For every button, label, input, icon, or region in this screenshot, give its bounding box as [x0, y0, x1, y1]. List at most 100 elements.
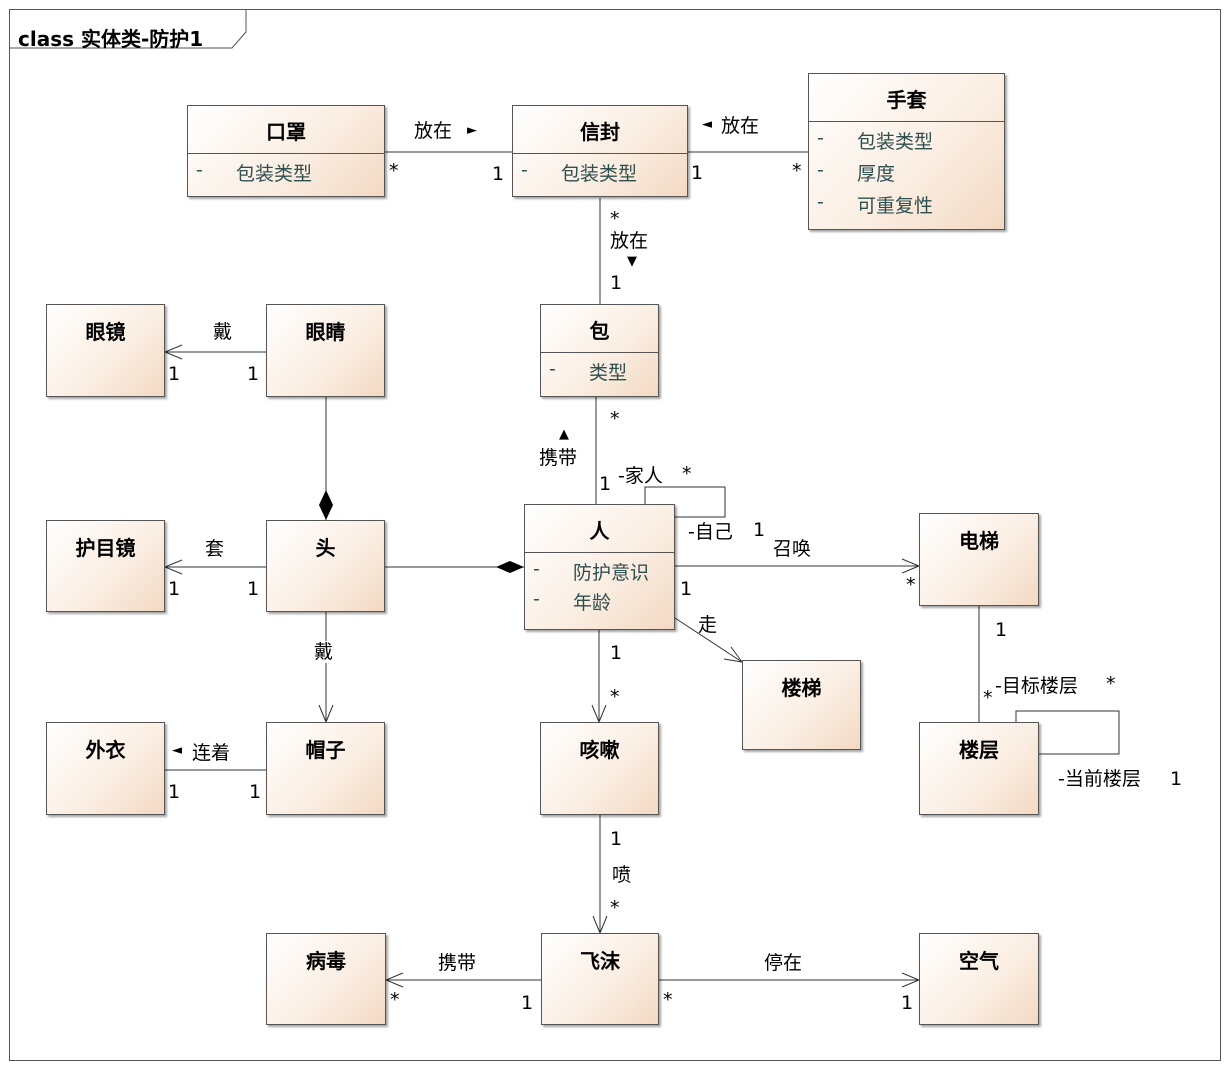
- class-name: 病毒: [306, 949, 346, 973]
- multiplicity: *: [792, 160, 802, 182]
- open-arrowhead: [384, 972, 404, 988]
- direction-arrow-left-icon: ◄: [702, 117, 712, 132]
- role-label: -自己: [688, 521, 733, 543]
- multiplicity: 1: [599, 473, 612, 495]
- multiplicity: 1: [168, 363, 181, 385]
- class-name: 空气: [959, 949, 999, 973]
- multiplicity: *: [610, 408, 620, 430]
- direction-arrow-right-icon: ►: [467, 123, 477, 138]
- class-eyes[interactable]: 眼睛: [266, 304, 385, 397]
- multiplicity: 1: [492, 163, 505, 185]
- class-name: 楼梯: [781, 676, 822, 700]
- multiplicity: 1: [1170, 768, 1183, 790]
- class-cough[interactable]: 咳嗽: [540, 722, 659, 815]
- class-stairs[interactable]: 楼梯: [742, 660, 861, 750]
- association-label: 携带: [539, 447, 578, 469]
- multiplicity: *: [682, 463, 692, 485]
- multiplicity: *: [906, 574, 916, 596]
- class-name: 飞沫: [580, 949, 620, 973]
- multiplicity: 1: [691, 162, 704, 184]
- multiplicity: 1: [249, 781, 262, 803]
- class-floor[interactable]: 楼层: [919, 722, 1039, 815]
- frame-tab: [10, 10, 247, 49]
- attribute: -包装类型: [196, 159, 313, 185]
- direction-arrow-up-icon: ▲: [559, 427, 569, 442]
- class-air[interactable]: 空气: [919, 933, 1039, 1025]
- association-label: 戴: [213, 321, 233, 343]
- multiplicity: *: [390, 989, 400, 1011]
- class-elevator[interactable]: 电梯: [919, 513, 1039, 606]
- role-label: -目标楼层: [995, 675, 1078, 697]
- class-name: 眼睛: [305, 320, 346, 344]
- multiplicity: 1: [901, 992, 914, 1014]
- association-label: 携带: [438, 952, 477, 974]
- multiplicity: 1: [247, 363, 260, 385]
- edge-floor-self[interactable]: [1015, 710, 1120, 755]
- multiplicity: *: [983, 687, 993, 709]
- class-name: 咳嗽: [579, 738, 620, 762]
- role-label: -家人: [618, 465, 663, 487]
- class-name: 人: [525, 505, 674, 553]
- class-head[interactable]: 头: [266, 520, 385, 612]
- multiplicity: *: [389, 160, 399, 182]
- attribute: -厚度: [817, 159, 896, 185]
- multiplicity: *: [610, 208, 620, 230]
- class-droplet[interactable]: 飞沫: [541, 933, 659, 1025]
- multiplicity: 1: [610, 642, 623, 664]
- multiplicity: 1: [753, 519, 766, 541]
- class-name: 口罩: [188, 106, 384, 154]
- multiplicity: 1: [168, 781, 181, 803]
- class-name: 包: [541, 305, 658, 353]
- open-arrowhead: [163, 344, 183, 360]
- class-hat[interactable]: 帽子: [266, 722, 385, 815]
- class-name: 电梯: [959, 529, 999, 553]
- attribute: -类型: [549, 358, 628, 384]
- attribute: -年龄: [533, 588, 612, 614]
- class-name: 手套: [809, 74, 1004, 122]
- association-label: 停在: [764, 952, 803, 974]
- diagram-title: class 实体类-防护1: [18, 27, 204, 51]
- multiplicity: 1: [995, 619, 1008, 641]
- class-coat[interactable]: 外衣: [46, 722, 165, 815]
- edge-person-stairs[interactable]: [674, 617, 743, 663]
- class-bag[interactable]: 包 -类型: [540, 304, 659, 397]
- class-mask[interactable]: 口罩 -包装类型: [187, 105, 385, 197]
- attribute: -包装类型: [817, 127, 934, 153]
- multiplicity: 1: [521, 992, 534, 1014]
- multiplicity: *: [610, 686, 620, 708]
- multiplicity: *: [663, 989, 673, 1011]
- class-envelope[interactable]: 信封 -包装类型: [512, 105, 688, 197]
- attribute: -防护意识: [533, 558, 650, 584]
- direction-arrow-left-icon: ◄: [172, 743, 182, 758]
- association-label: 喷: [612, 864, 632, 886]
- role-label: -当前楼层: [1058, 768, 1141, 790]
- multiplicity: 1: [680, 578, 693, 600]
- association-label: 放在: [414, 120, 453, 142]
- association-label: 放在: [610, 230, 649, 252]
- association-label: 连着: [192, 742, 231, 764]
- class-person[interactable]: 人 -防护意识 -年龄: [524, 504, 675, 630]
- class-name: 信封: [513, 106, 687, 154]
- multiplicity: 1: [610, 828, 623, 850]
- multiplicity: 1: [168, 578, 181, 600]
- attribute: -可重复性: [817, 191, 934, 217]
- edge-person-self[interactable]: [644, 486, 726, 518]
- open-arrowhead: [163, 559, 183, 575]
- class-glasses[interactable]: 眼镜: [46, 304, 165, 397]
- class-name: 护目镜: [75, 536, 136, 560]
- multiplicity: 1: [247, 578, 260, 600]
- class-virus[interactable]: 病毒: [266, 933, 386, 1025]
- composition-diamond: [496, 561, 524, 573]
- class-goggles[interactable]: 护目镜: [46, 520, 165, 612]
- composition-diamond: [319, 490, 333, 520]
- class-name: 楼层: [959, 738, 999, 762]
- association-label: 走: [698, 614, 718, 636]
- diagram-frame: class 实体类-防护1: [9, 9, 1221, 1061]
- multiplicity: 1: [610, 272, 623, 294]
- multiplicity: *: [1106, 673, 1116, 695]
- direction-arrow-down-icon: ▼: [627, 254, 637, 269]
- class-gloves[interactable]: 手套 -包装类型 -厚度 -可重复性: [808, 73, 1005, 230]
- class-name: 帽子: [305, 738, 346, 762]
- class-name: 外衣: [85, 738, 126, 762]
